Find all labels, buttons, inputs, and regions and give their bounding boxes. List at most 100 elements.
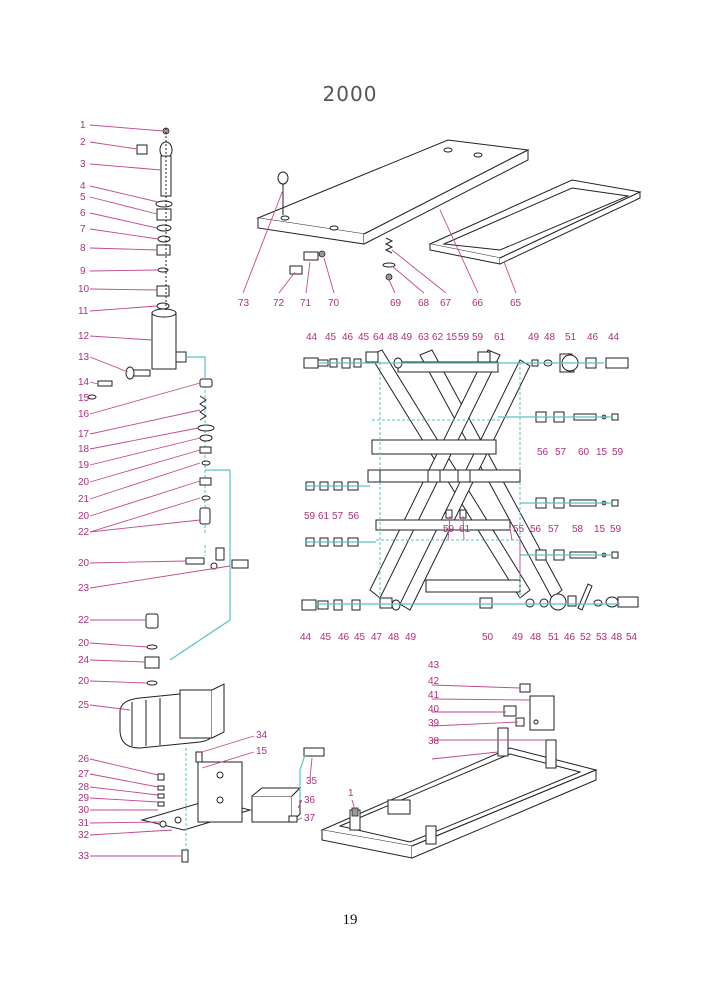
part-label: 53 xyxy=(596,632,608,643)
part-label: 24 xyxy=(78,655,90,666)
part-label: 34 xyxy=(256,730,268,741)
part-label: 18 xyxy=(78,444,90,455)
part-label: 61 xyxy=(318,511,330,522)
part-label: 48 xyxy=(611,632,623,643)
part-label: 45 xyxy=(358,332,370,343)
part-label: 71 xyxy=(300,298,312,309)
part-label: 59 xyxy=(472,332,484,343)
part-label: 44 xyxy=(300,632,312,643)
part-label: 68 xyxy=(418,298,430,309)
part-label: 64 xyxy=(373,332,385,343)
part-label: 44 xyxy=(306,332,318,343)
part-label: 31 xyxy=(78,818,90,829)
part-label: 25 xyxy=(78,700,90,711)
part-label: 49 xyxy=(401,332,413,343)
part-label: 15 xyxy=(446,332,458,343)
part-label: 72 xyxy=(273,298,285,309)
part-label: 49 xyxy=(512,632,524,643)
part-label: 38 xyxy=(428,736,440,747)
part-label: 37 xyxy=(304,813,316,824)
part-label: 35 xyxy=(306,776,318,787)
part-label: 56 xyxy=(530,524,542,535)
cylinder-assembly xyxy=(87,127,187,400)
part-label: 20 xyxy=(78,638,90,649)
part-label: 52 xyxy=(580,632,592,643)
base-frame-labels: 43 42 41 40 39 38 1 xyxy=(348,660,440,799)
part-label: 15 xyxy=(78,393,90,404)
part-label: 22 xyxy=(78,615,90,626)
part-label: 20 xyxy=(78,558,90,569)
part-label: 56 xyxy=(537,447,549,458)
part-label: 57 xyxy=(548,524,560,535)
part-label: 26 xyxy=(78,754,90,765)
part-label: 11 xyxy=(78,306,89,317)
part-label: 5 xyxy=(80,192,86,203)
part-label: 8 xyxy=(80,243,86,254)
part-label: 14 xyxy=(78,377,90,388)
pump-column-labels: 1 2 3 4 5 6 7 8 9 10 11 12 13 14 15 16 1… xyxy=(78,120,90,862)
part-label: 42 xyxy=(428,676,440,687)
part-label: 66 xyxy=(472,298,484,309)
scissor-top-pins xyxy=(303,353,629,373)
part-label: 59 xyxy=(612,447,624,458)
part-label: 20 xyxy=(78,477,90,488)
scissor-top-labels: 44 45 46 45 64 48 49 63 62 15 59 59 61 4… xyxy=(306,332,620,343)
part-label: 47 xyxy=(371,632,383,643)
part-label: 12 xyxy=(78,331,90,342)
leader-lines xyxy=(87,124,546,857)
part-label: 49 xyxy=(405,632,417,643)
part-label: 36 xyxy=(304,795,316,806)
part-label: 46 xyxy=(587,332,599,343)
part-label: 59 xyxy=(443,524,455,535)
part-label: 57 xyxy=(555,447,567,458)
part-label: 15 xyxy=(594,524,606,535)
part-label: 58 xyxy=(572,524,584,535)
part-label: 55 xyxy=(513,524,525,535)
part-label: 60 xyxy=(578,447,590,458)
part-label: 45 xyxy=(354,632,366,643)
part-label: 48 xyxy=(544,332,556,343)
part-label: 41 xyxy=(428,690,440,701)
part-label: 46 xyxy=(342,332,354,343)
part-label: 27 xyxy=(78,769,90,780)
scissor-bottom-pins xyxy=(301,583,639,611)
part-label: 9 xyxy=(80,266,86,277)
part-label: 6 xyxy=(80,208,86,219)
part-label: 43 xyxy=(428,660,440,671)
part-label: 33 xyxy=(78,851,90,862)
part-label: 59 xyxy=(610,524,622,535)
base-plate-assembly xyxy=(140,747,325,863)
part-label: 56 xyxy=(348,511,360,522)
part-label: 46 xyxy=(564,632,576,643)
pump-motor xyxy=(119,613,225,749)
part-label: 51 xyxy=(565,332,577,343)
part-label: 70 xyxy=(328,298,340,309)
part-label: 2 xyxy=(80,137,86,148)
part-label: 20 xyxy=(78,676,90,687)
part-label: 45 xyxy=(325,332,337,343)
part-label: 62 xyxy=(432,332,444,343)
part-label: 19 xyxy=(78,460,90,471)
valve-stack xyxy=(185,378,249,570)
part-label: 45 xyxy=(320,632,332,643)
base-frame xyxy=(320,683,598,859)
scissor-mid-labels: 56 57 60 15 59 59 61 57 56 59 61 55 56 5… xyxy=(304,447,624,535)
scissor-mid-right-pins xyxy=(498,411,619,561)
scissor-mid-left-pins xyxy=(305,481,467,547)
page-number: 19 xyxy=(342,912,358,928)
scissor-lift-assembly xyxy=(365,349,563,611)
part-label: 21 xyxy=(78,494,90,505)
part-label: 15 xyxy=(256,746,268,757)
part-label: 22 xyxy=(78,527,90,538)
part-label: 59 xyxy=(304,511,316,522)
diagram-title: 2000 xyxy=(322,82,378,106)
part-label: 61 xyxy=(459,524,471,535)
platform-labels: 73 72 71 70 69 68 67 66 65 xyxy=(238,298,522,309)
part-label: 59 xyxy=(458,332,470,343)
part-label: 39 xyxy=(428,718,440,729)
part-label: 10 xyxy=(78,284,90,295)
part-label: 48 xyxy=(530,632,542,643)
part-label: 46 xyxy=(338,632,350,643)
part-label: 16 xyxy=(78,409,90,420)
